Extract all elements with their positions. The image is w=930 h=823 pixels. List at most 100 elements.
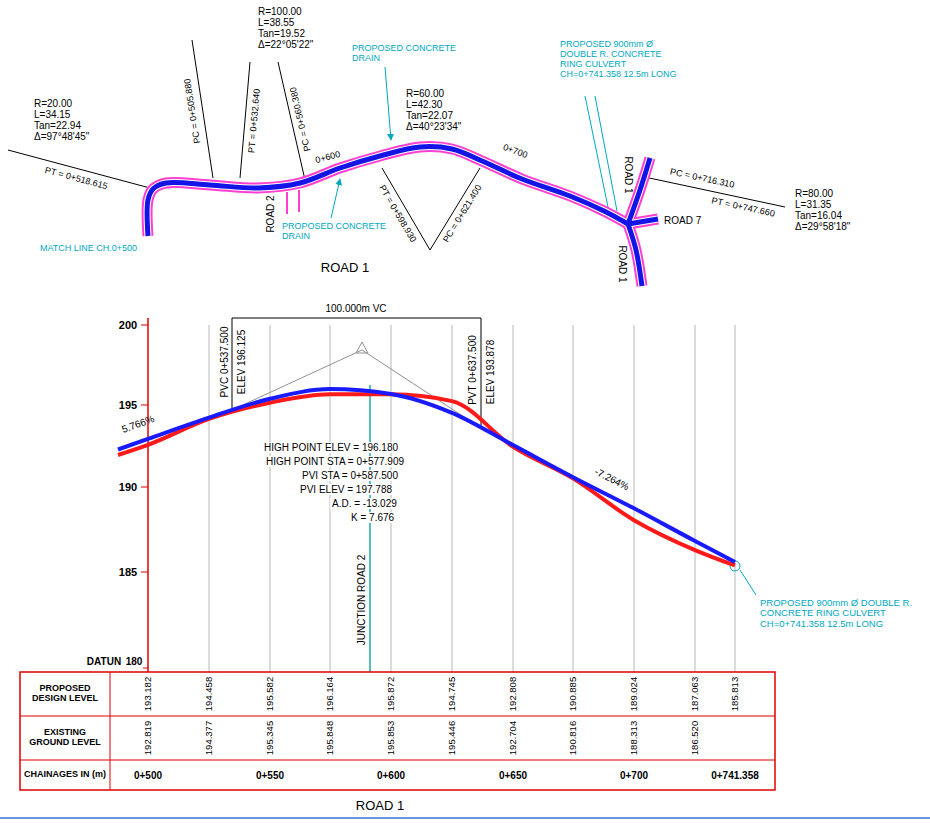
pvt-line: [481, 318, 482, 428]
table-header: CHAINAGES IN (m): [23, 770, 107, 780]
ground-level: 192.704: [508, 721, 518, 755]
chainage-label: 0+741.358: [711, 770, 759, 781]
design-level: 195.872: [386, 677, 396, 711]
design-level: 194.458: [204, 677, 214, 711]
tangent-label: PC = 0+560.380: [289, 86, 313, 152]
profile-table: [20, 672, 775, 790]
view-caption: ROAD 1: [321, 261, 369, 275]
road-name: ROAD 1: [623, 156, 634, 193]
design-level: 193.182: [143, 677, 153, 711]
curve-data: Δ=29°58'18": [795, 221, 850, 232]
design-level: 187.063: [690, 677, 700, 711]
pvc-line: [232, 318, 233, 408]
road-centreline: [628, 224, 642, 286]
road-centreline: [628, 219, 658, 224]
ground-level: 188.313: [629, 721, 639, 755]
curve-data: Δ=22°05'22": [258, 39, 313, 50]
axis-tick: [141, 325, 148, 326]
pvt-label: PVT 0+637.500: [467, 335, 478, 405]
curve-data: Δ=40°23'34": [406, 121, 461, 132]
ground-level: 186.520: [690, 721, 700, 755]
grade-label: 5.766%: [120, 413, 156, 435]
chainage-label: 0+700: [620, 770, 648, 781]
road-centreline: [628, 224, 642, 286]
axis-tick: [141, 405, 148, 406]
tangent-label: PC = 0+505.880: [183, 78, 203, 144]
table-header: PROPOSED DESIGN LEVEL: [23, 684, 107, 704]
ground-level: 190.816: [568, 721, 578, 755]
curve-note: HIGH POINT ELEV = 196.180: [262, 442, 400, 453]
chainage-label: 0+500: [134, 770, 162, 781]
curve-data: L=38.55: [258, 17, 294, 28]
axis-label: 195: [119, 399, 137, 411]
tangent-label: PT = 0+518.615: [44, 166, 109, 192]
leader-line: [595, 96, 617, 211]
design-level: 195.582: [265, 677, 275, 711]
drain-note: PROPOSED CONCRETE DRAIN: [352, 44, 462, 64]
road-name: ROAD 1: [617, 245, 628, 282]
grid-line: [209, 325, 210, 672]
curve-note: HIGH POINT STA = 0+577.909: [264, 456, 406, 467]
curve-note: PVI STA = 0+587.500: [300, 470, 400, 481]
axis-tick: [143, 668, 148, 669]
curve-note: A.D. = -13.029: [330, 498, 399, 509]
vc-bracket: [232, 318, 481, 319]
chainage-label: 0+700: [501, 143, 528, 161]
grid-line: [695, 325, 696, 672]
road-edge: [286, 192, 288, 214]
axis-label: 200: [119, 319, 137, 331]
table-header: EXISTING GROUND LEVEL: [23, 728, 107, 748]
design-level: 194.745: [447, 677, 457, 711]
tangent-label: PC = 0+716.310: [669, 167, 735, 190]
design-grade-line: [118, 389, 735, 562]
road-centreline: [628, 219, 658, 224]
design-level: 192.808: [508, 677, 518, 711]
pvc-elevation: ELEV 196.125: [236, 330, 247, 395]
tangent-label: PT = 0+747.660: [710, 196, 775, 219]
curve-data: L=31.35: [795, 199, 831, 210]
profile-grid: [209, 325, 735, 672]
grid-line: [735, 325, 736, 672]
curve-data: Tan=19.52: [258, 28, 305, 39]
profile-axis: [147, 318, 149, 672]
grid-line: [452, 325, 453, 672]
design-level: 189.024: [629, 677, 639, 711]
tangent-line: [240, 62, 250, 178]
road-centreline: [628, 224, 642, 286]
pvc-label: PVC 0+537.500: [219, 327, 230, 398]
road-edge: [298, 190, 300, 212]
ground-level: 195.446: [447, 721, 457, 755]
tangent-label: PT = 0+532.640: [247, 88, 262, 153]
match-line-label: MATCH LINE CH.0+500: [40, 244, 137, 254]
ground-level: 194.377: [204, 721, 214, 755]
curve-data: R=60.00: [406, 88, 444, 99]
leader-line: [331, 179, 340, 218]
design-level: 190.885: [568, 677, 578, 711]
curve-data: L=42.30: [406, 99, 442, 110]
curve-note: PVI ELEV = 197.788: [298, 484, 394, 495]
curve-data: Tan=22.94: [34, 120, 81, 131]
culvert-note: PROPOSED 900mm Ø DOUBLE R. CONCRETE RING…: [560, 40, 685, 80]
sheet-border: [0, 817, 930, 819]
ground-level: 195.853: [386, 721, 396, 755]
pvt-elevation: ELEV 193.878: [485, 340, 496, 405]
culvert-note: PROPOSED 900mm Ø DOUBLE R. CONCRETE RING…: [760, 598, 925, 629]
pvi-symbol: [356, 342, 368, 353]
grid-line: [573, 325, 574, 672]
leader-line: [585, 96, 608, 207]
design-level: 185.813: [730, 677, 740, 711]
axis-label: 180: [126, 656, 143, 667]
table-rule: [20, 760, 775, 761]
curve-data: Δ=97°48'45": [34, 131, 89, 142]
leader-line: [385, 67, 391, 140]
ground-level: 192.819: [143, 721, 153, 755]
curve-data: Tan=22.07: [406, 110, 453, 121]
curve-data: L=34.15: [34, 109, 70, 120]
drain-note: PROPOSED CONCRETE DRAIN: [282, 222, 387, 242]
leader-line: [740, 570, 756, 595]
chainage-label: 0+600: [377, 770, 405, 781]
tangent-label: PC = 0+621.400: [442, 183, 485, 244]
datum-label: DATUN: [87, 656, 121, 667]
